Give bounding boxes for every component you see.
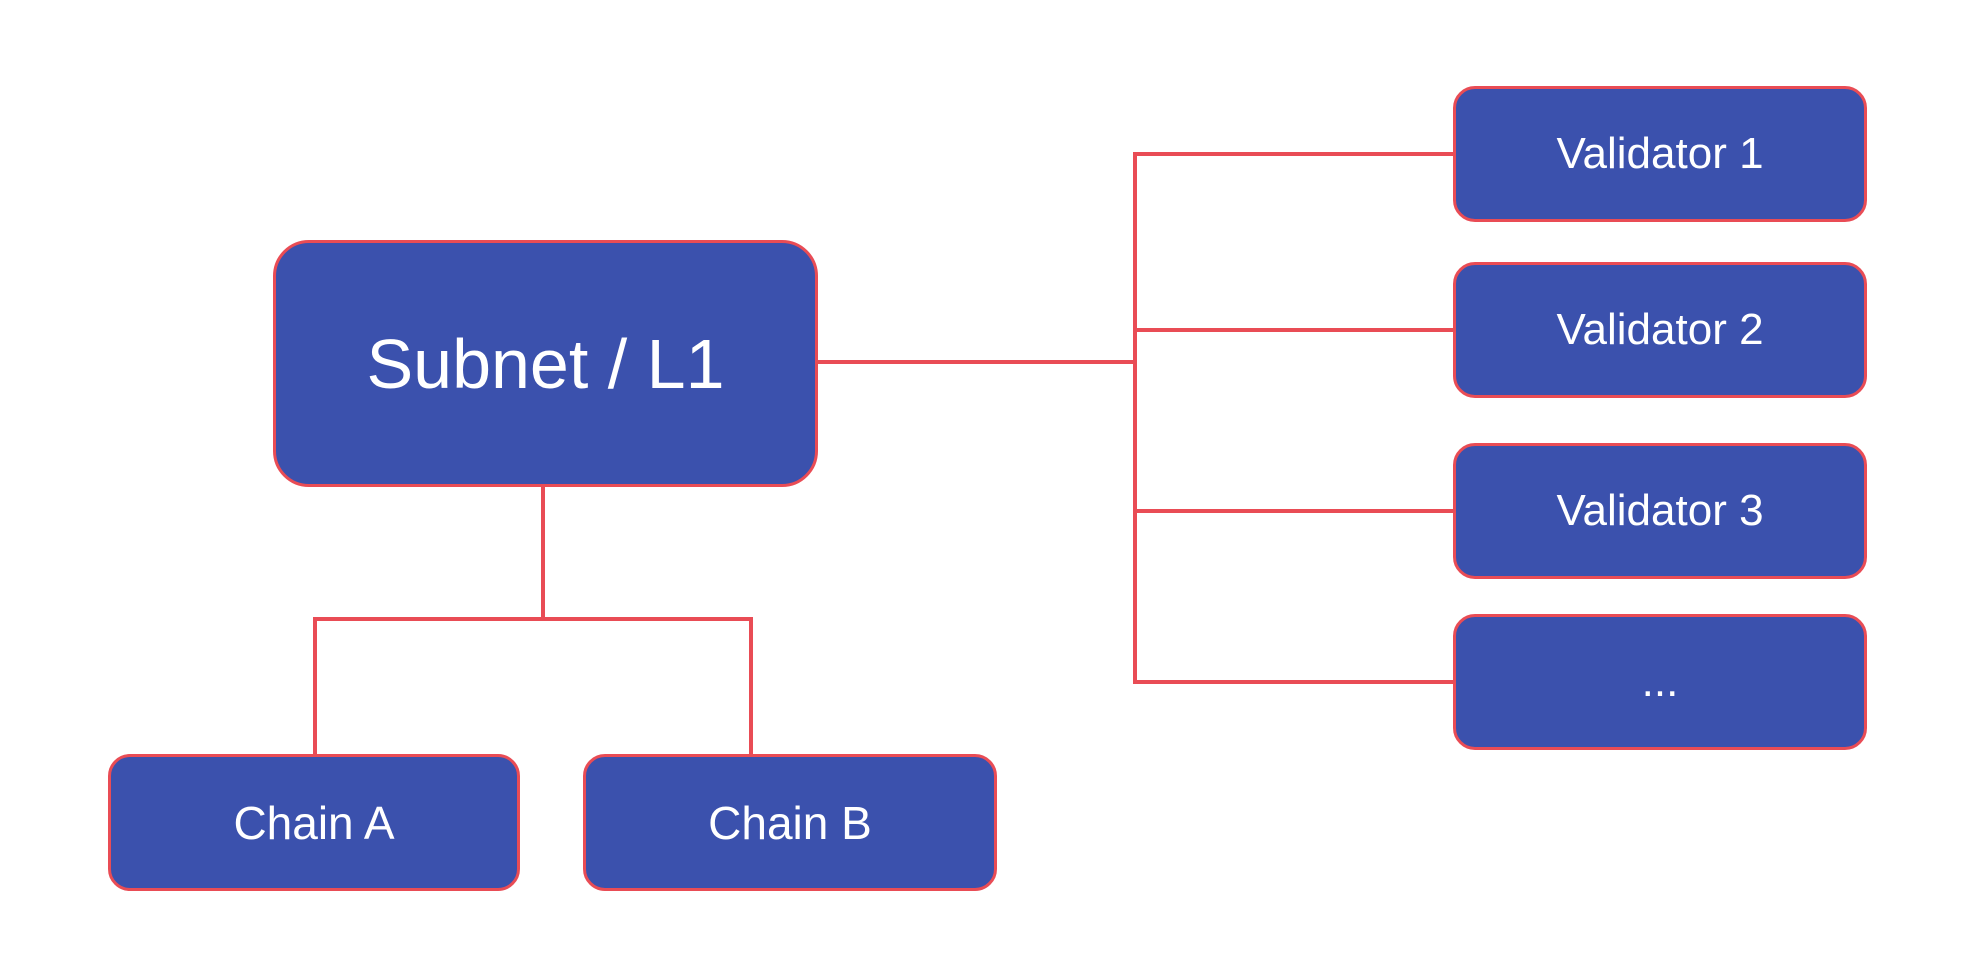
node-validator-3: Validator 3 [1453, 443, 1867, 579]
connector-branch-validator-more [1135, 680, 1453, 684]
connector-drop-chain-a [313, 617, 317, 754]
connector-subnet-to-trunk [818, 360, 1137, 364]
connector-branch-validator-2 [1135, 328, 1453, 332]
node-validator-3-label: Validator 3 [1556, 486, 1764, 535]
node-validator-1: Validator 1 [1453, 86, 1867, 222]
connector-drop-chain-b [749, 617, 753, 754]
node-chain-b: Chain B [583, 754, 997, 891]
node-validator-more-label: ... [1641, 657, 1679, 706]
connector-branch-validator-1 [1135, 152, 1453, 156]
node-subnet-l1: Subnet / L1 [273, 240, 818, 487]
node-validator-2: Validator 2 [1453, 262, 1867, 398]
node-validator-more: ... [1453, 614, 1867, 750]
node-chain-b-label: Chain B [708, 796, 872, 849]
node-chain-a: Chain A [108, 754, 520, 891]
connector-chains-bar [313, 617, 753, 621]
node-chain-a-label: Chain A [233, 796, 395, 849]
node-validator-2-label: Validator 2 [1556, 305, 1764, 354]
connector-branch-validator-3 [1135, 509, 1453, 513]
connector-validator-trunk [1133, 152, 1137, 684]
node-validator-1-label: Validator 1 [1556, 129, 1764, 178]
connector-subnet-down [541, 487, 545, 621]
node-subnet-l1-label: Subnet / L1 [366, 324, 725, 403]
